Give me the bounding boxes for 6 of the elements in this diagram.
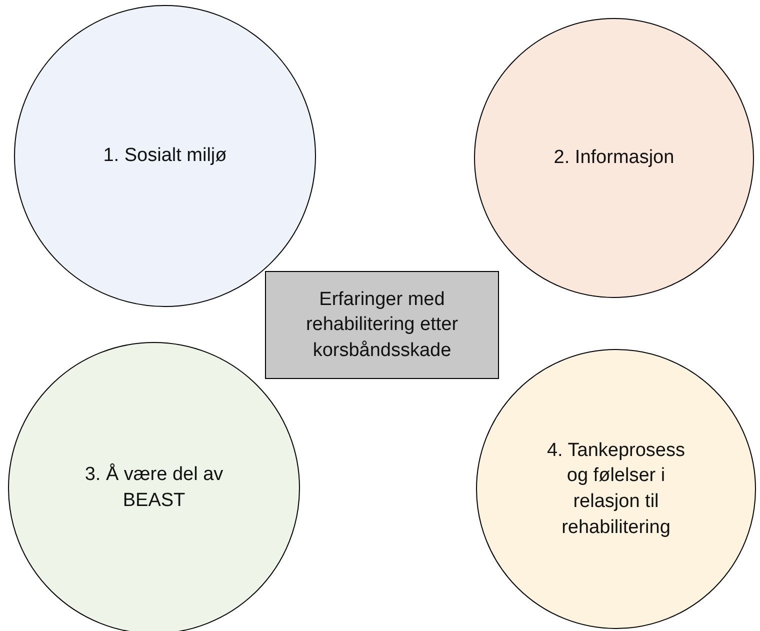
theme-label: 1. Sosialt miljø — [103, 144, 227, 168]
theme-label: 4. Tankeprosess og følelser i relasjon til rehabilitering — [546, 438, 686, 540]
topic-label: Erfaringer med rehabilitering etter korsbåndsskade — [304, 288, 460, 363]
theme-label: 3. Å være del av BEAST — [84, 462, 224, 513]
center-box — [265, 271, 499, 379]
theme-label: 2. Informasjon — [554, 146, 674, 170]
